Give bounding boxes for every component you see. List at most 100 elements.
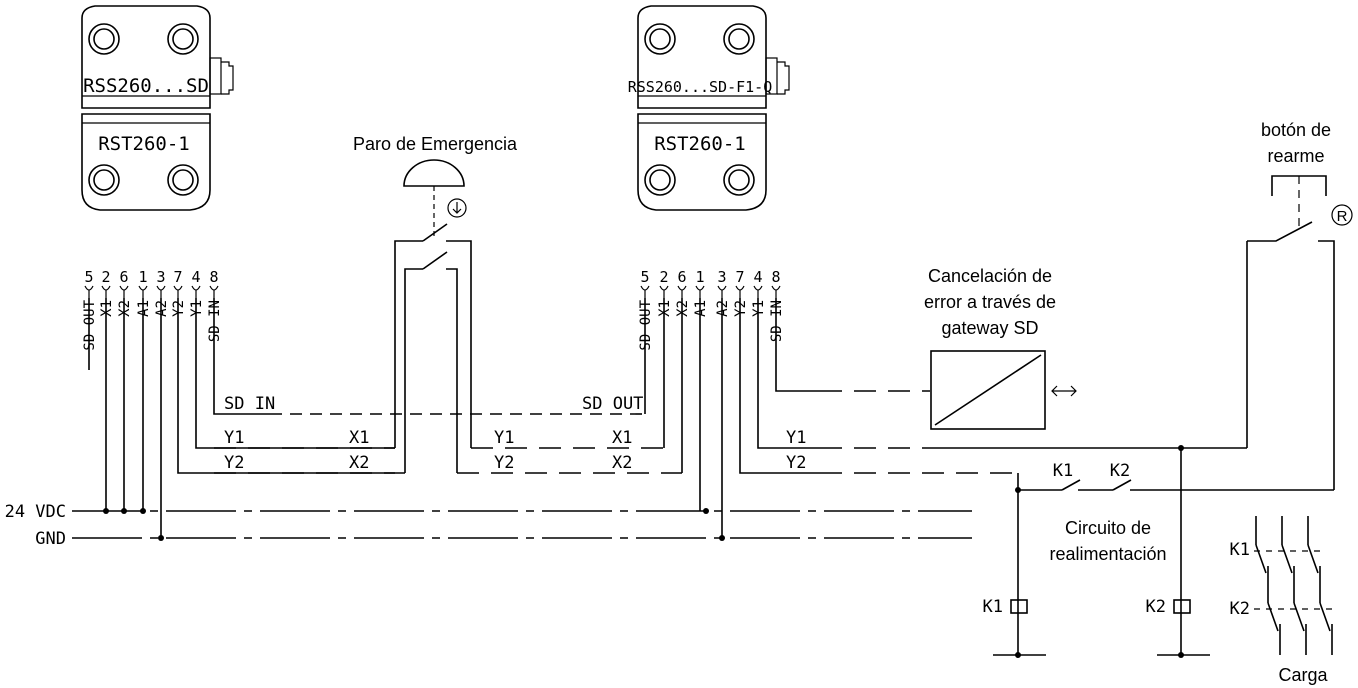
pin-terminal-right-3 [695, 285, 705, 291]
left-wiring [88, 298, 395, 538]
label-y1-mid: Y1 [494, 428, 514, 448]
load-k2-label: K2 [1230, 599, 1250, 619]
reset-symbol: R [1337, 208, 1348, 225]
middle-wiring [214, 298, 683, 474]
label-sd-in: SD IN [224, 394, 275, 414]
pin-terminal-left-7 [209, 285, 219, 291]
pin-terminal-left-4 [156, 285, 166, 291]
gateway-label-1: Cancelación de [928, 266, 1052, 286]
pin-terminal-left-0 [84, 285, 94, 291]
target-left-body: RST260-1 [81, 113, 211, 211]
estop-mushroom-icon [403, 159, 465, 187]
pin-number-right-7: 8 [771, 268, 780, 286]
contact-k2-label: K2 [1110, 461, 1130, 481]
pin-terminal-left-2 [119, 285, 129, 291]
load-label: Carga [1278, 665, 1328, 685]
vdc-label: 24 VDC [5, 502, 66, 522]
pin-name-left-3: A1 [136, 300, 152, 317]
pin-name-left-2: X2 [117, 300, 133, 317]
pin-terminal-left-5 [173, 285, 183, 291]
pin-number-left-0: 5 [84, 268, 93, 286]
pin-name-left-0: SD OUT [82, 299, 98, 350]
estop-title: Paro de Emergencia [353, 134, 518, 154]
pin-number-right-0: 5 [640, 268, 649, 286]
actuator-left-body: RSS260...SD [81, 5, 234, 109]
contact-k1-label: K1 [1053, 461, 1073, 481]
label-y1-right: Y1 [786, 428, 806, 448]
label-x2-left: X2 [349, 453, 369, 473]
pin-name-right-0: SD OUT [638, 299, 654, 350]
pin-name-left-7: SD IN [207, 300, 223, 342]
pin-number-right-6: 4 [753, 268, 762, 286]
emergency-stop: Paro de Emergencia [353, 134, 518, 473]
actuator-right-body: RSS260...SD-F1-Q [628, 5, 790, 109]
target-left-label: RST260-1 [98, 133, 190, 155]
load-contacts [1254, 516, 1334, 655]
reset-label-1: botón de [1261, 120, 1331, 140]
pin-name-left-5: Y2 [171, 300, 187, 317]
pin-number-right-5: 7 [735, 268, 744, 286]
actuator-left-label: RSS260...SD [83, 75, 209, 97]
pin-terminal-right-7 [771, 285, 781, 291]
latch-arrow-icon [447, 198, 467, 218]
pin-name-right-7: SD IN [769, 300, 785, 342]
load-k1-label: K1 [1230, 540, 1250, 560]
target-right-label: RST260-1 [654, 133, 746, 155]
pin-name-right-2: X2 [675, 300, 691, 317]
pin-terminal-left-3 [138, 285, 148, 291]
pin-number-left-5: 7 [173, 268, 182, 286]
feedback-circuit: K1 K2 Circuito de realimentación K1 K2 [983, 448, 1334, 658]
pin-number-right-1: 2 [659, 268, 668, 286]
target-right-body: RST260-1 [637, 113, 767, 211]
pin-name-right-4: A2 [715, 300, 731, 317]
feedback-label-2: realimentación [1049, 544, 1166, 564]
pin-number-left-3: 1 [138, 268, 147, 286]
label-y2-mid: Y2 [494, 453, 514, 473]
gateway-label-2: error a través de [924, 292, 1056, 312]
power-rails: 24 VDC GND [5, 502, 972, 549]
pin-number-left-2: 6 [119, 268, 128, 286]
pin-name-left-1: X1 [99, 300, 115, 317]
feedback-label-1: Circuito de [1065, 518, 1151, 538]
label-y2-right: Y2 [786, 453, 806, 473]
actuator-right-label: RSS260...SD-F1-Q [628, 78, 773, 96]
sensor-right: RSS260...SD-F1-Q RST260-1 [628, 5, 790, 211]
sensor-left: RSS260...SD RST260-1 [81, 5, 234, 211]
coil-k2-label: K2 [1146, 597, 1166, 617]
signal-labels: SD IN SD OUT Y1 Y2 X1 X2 Y1 Y2 X1 X2 Y1 … [224, 394, 806, 473]
pin-terminal-right-2 [677, 285, 687, 291]
pin-terminal-right-1 [659, 285, 669, 291]
pin-number-left-4: 3 [156, 268, 165, 286]
pin-name-right-5: Y2 [733, 300, 749, 317]
pin-number-right-4: 3 [717, 268, 726, 286]
pin-terminal-right-4 [717, 285, 727, 291]
pin-terminal-right-0 [640, 285, 650, 291]
pin-name-right-3: A1 [693, 300, 709, 317]
pin-terminal-right-5 [735, 285, 745, 291]
label-x2-right: X2 [612, 453, 632, 473]
pin-number-right-2: 6 [677, 268, 686, 286]
pin-number-left-1: 2 [101, 268, 110, 286]
gateway-label-3: gateway SD [941, 318, 1038, 338]
gateway-box [930, 350, 1046, 430]
reset-label-2: rearme [1267, 146, 1324, 166]
pin-name-left-4: A2 [154, 300, 170, 317]
pin-name-right-1: X1 [657, 300, 673, 317]
right-wiring [699, 298, 1018, 538]
pin-name-right-6: Y1 [751, 300, 767, 317]
bidirectional-arrow-icon [1051, 385, 1077, 397]
pin-number-left-7: 8 [209, 268, 218, 286]
pin-number-right-3: 1 [695, 268, 704, 286]
label-y1-left: Y1 [224, 428, 244, 448]
gateway-sd: Cancelación de error a través de gateway… [924, 266, 1077, 430]
coil-k1-label: K1 [983, 597, 1003, 617]
pin-terminal-right-6 [753, 285, 763, 291]
gnd-label: GND [35, 529, 66, 549]
coil-k2 [1173, 599, 1191, 614]
label-y2-left: Y2 [224, 453, 244, 473]
coil-k1 [1010, 599, 1028, 614]
label-x1-left: X1 [349, 428, 369, 448]
